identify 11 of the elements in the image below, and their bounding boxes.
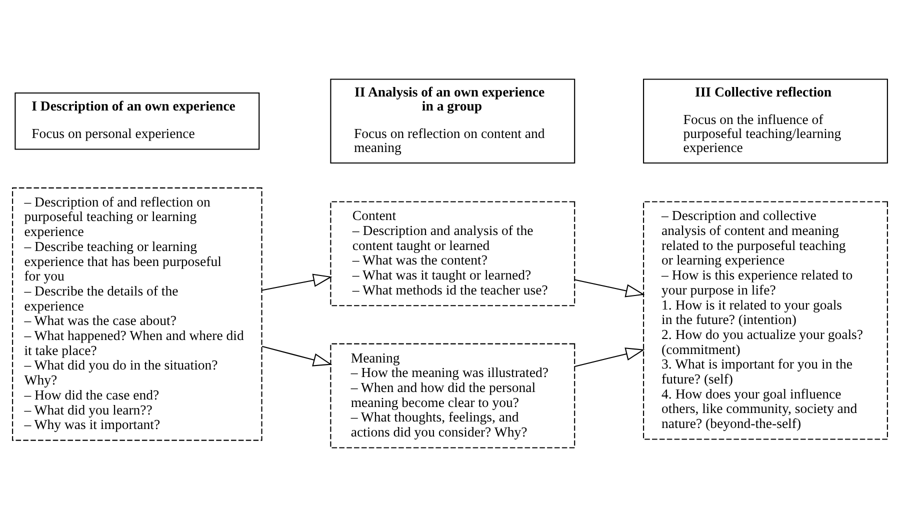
node-box: I Description of an own experience Focus on personal experience (14, 92, 260, 150)
node-box: – Description and collective analysis of content and meaning related to the purposeful teaching or learning experience – How is this experience related to your purpose in life? 1. How is it related to your goals in the future? (intention) 2. How do you actualize your goals? (commitment) 3. What is important for you in the future? (self) 4. How does your goal influence others, like community, society and nature? (beyond-the-self) (643, 201, 888, 440)
node-box: Content – Description and analysis of the content taught or learned – What was the content? – What was it taught or learned? – What methods id the teacher use? (330, 201, 576, 306)
node-box: II Analysis of an own experience in a group Focus on reflection on content and meaning (330, 78, 576, 164)
node-box: – Description of and reflection on purposeful teaching or learning experience – Describe teaching or learning experience that has been purposeful for you – Describe the details of the experience – What was the case about? – What happened? When and where did it take place? – What did you do in the situation? Why? – How did the case end? – What did you learn?? – Why was it important? (12, 187, 262, 441)
arrow (574, 348, 645, 367)
node-box: Meaning – How the meaning was illustrated? – When and how did the personal meaning become clear to you? – What thoughts, feelings, and actions did you consider? Why? (330, 343, 576, 448)
arrow (574, 279, 645, 298)
arrow (262, 346, 332, 366)
node-box: III Collective reflection Focus on the influence of purposeful teaching/learning experience (643, 78, 888, 164)
arrow (262, 274, 332, 291)
